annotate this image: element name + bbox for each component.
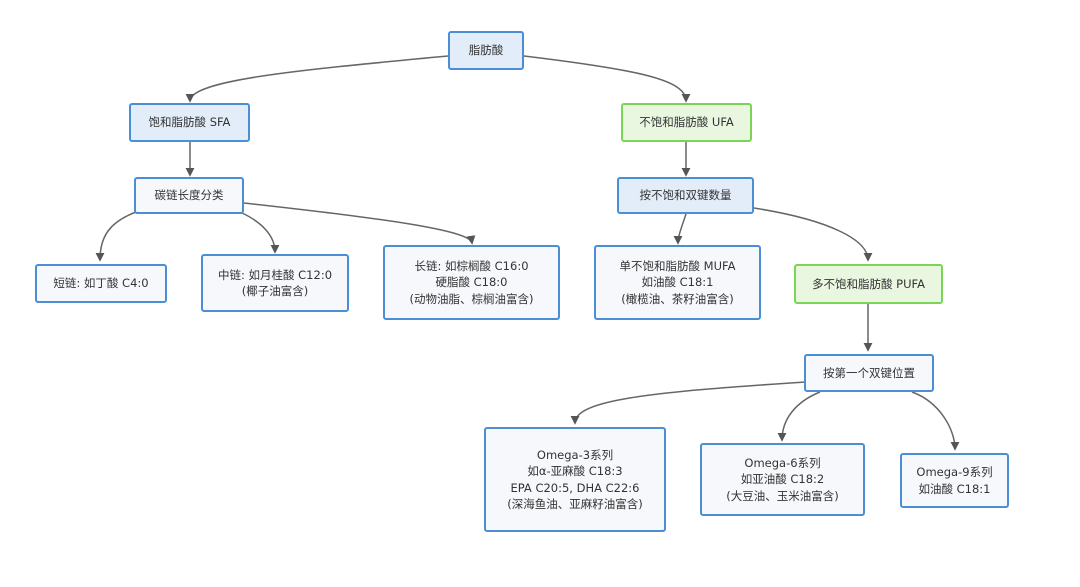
edge-pufa-classifier-to-omega3	[570, 381, 807, 425]
node-long-chain[interactable]: 长链: 如棕榈酸 C16:0 硬脂酸 C18:0 (动物油脂、棕榈油富含)	[383, 245, 560, 320]
node-omega-9[interactable]: Omega-9系列 如油酸 C18:1	[900, 453, 1009, 508]
edge-root-to-sfa	[185, 55, 449, 103]
edge-ufa-classifier-to-pufa	[753, 207, 873, 262]
node-fatty-acid[interactable]: 脂肪酸	[448, 31, 524, 70]
edge-classifier-to-long	[243, 202, 476, 245]
node-double-bond-count-classifier[interactable]: 按不饱和双键数量	[617, 177, 754, 214]
node-omega-6[interactable]: Omega-6系列 如亚油酸 C18:2 (大豆油、玉米油富含)	[700, 443, 865, 516]
node-mufa[interactable]: 单不饱和脂肪酸 MUFA 如油酸 C18:1 (橄榄油、茶籽油富含)	[594, 245, 761, 320]
edge-classifier-to-medium	[239, 211, 280, 254]
node-unsaturated-fatty-acid[interactable]: 不饱和脂肪酸 UFA	[621, 103, 752, 142]
edge-pufa-classifier-to-omega6	[777, 391, 821, 442]
node-pufa[interactable]: 多不饱和脂肪酸 PUFA	[794, 264, 943, 304]
node-omega-3[interactable]: Omega-3系列 如α-亚麻酸 C18:3 EPA C20:5, DHA C2…	[484, 427, 666, 532]
node-medium-chain[interactable]: 中链: 如月桂酸 C12:0 (椰子油富含)	[201, 254, 349, 312]
edge-pufa-classifier-to-omega9	[911, 391, 960, 451]
node-first-double-bond-classifier[interactable]: 按第一个双键位置	[804, 354, 934, 392]
node-carbon-chain-classifier[interactable]: 碳链长度分类	[134, 177, 244, 214]
edge-root-to-ufa	[523, 55, 691, 103]
edge-classifier-to-short	[95, 211, 137, 262]
node-saturated-fatty-acid[interactable]: 饱和脂肪酸 SFA	[129, 103, 250, 142]
node-short-chain[interactable]: 短链: 如丁酸 C4:0	[35, 264, 167, 303]
edge-ufa-classifier-to-mufa	[673, 213, 687, 245]
